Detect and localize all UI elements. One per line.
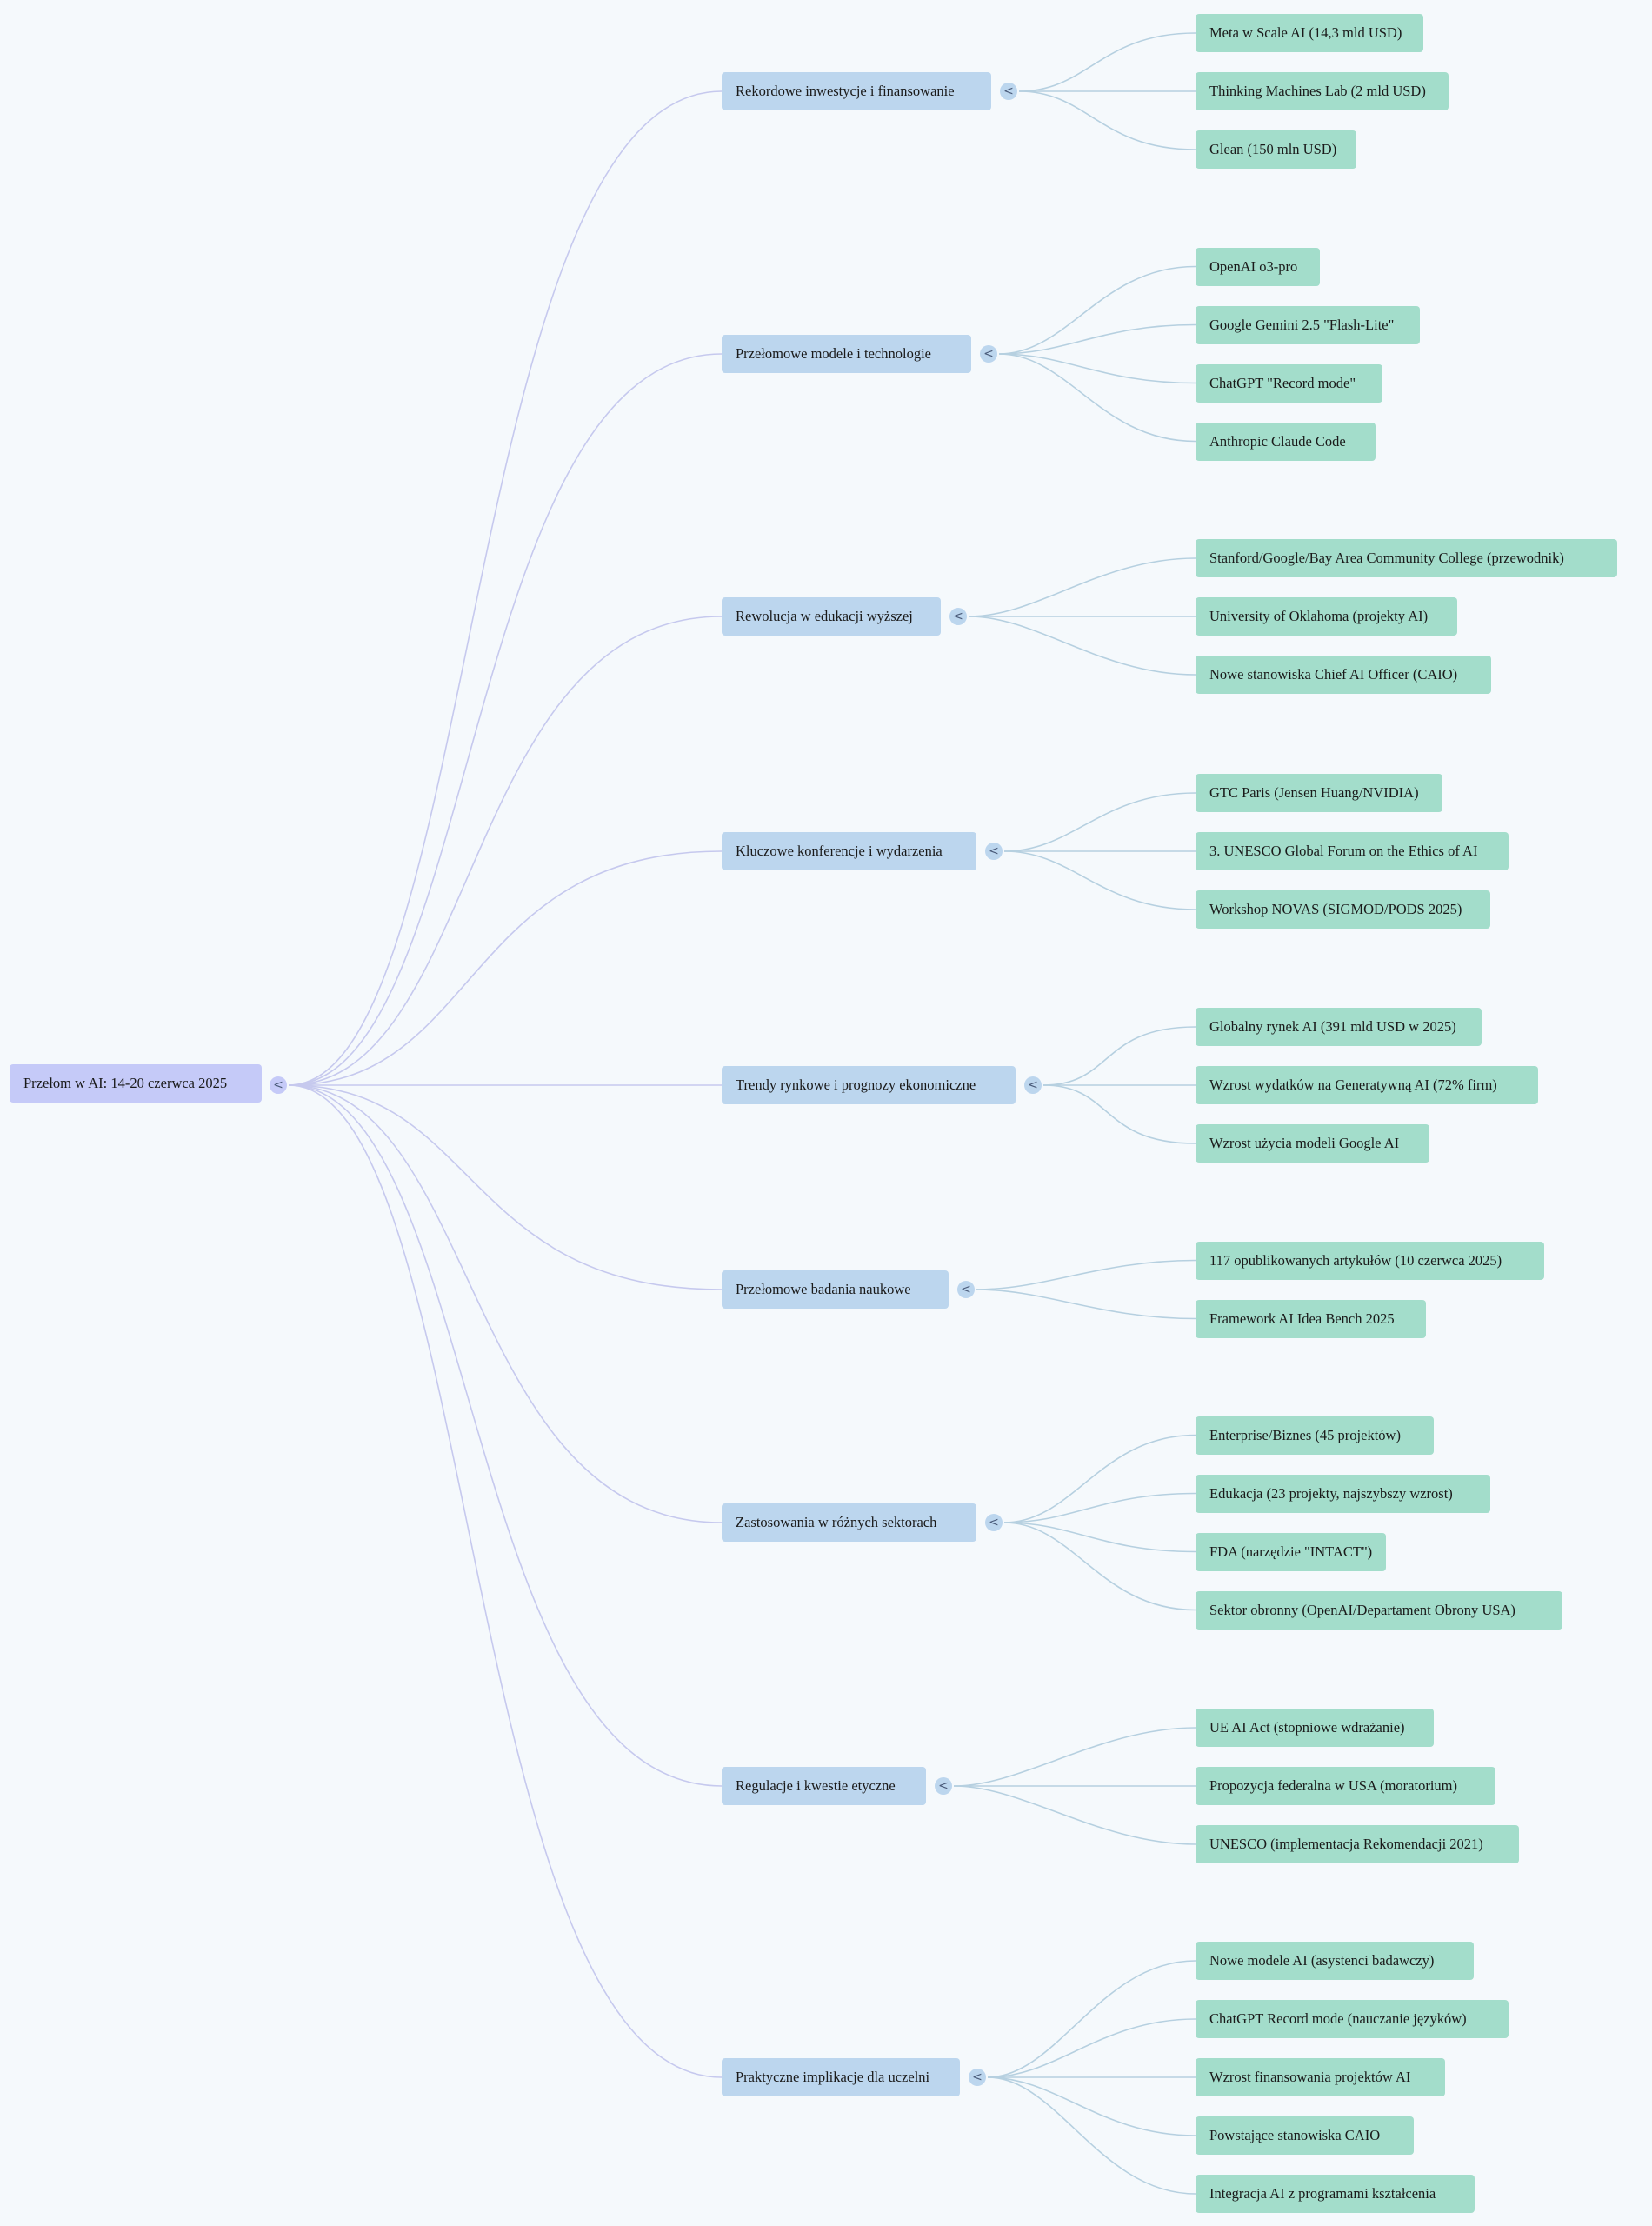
leaf-node[interactable]: Wzrost finansowania projektów AI — [1196, 2058, 1445, 2096]
leaf-node[interactable]: UE AI Act (stopniowe wdrażanie) — [1196, 1709, 1434, 1747]
branch-leaf-link — [1042, 1084, 1196, 1144]
collapse-toggle[interactable]: < — [935, 1777, 952, 1795]
root-branch-link — [288, 616, 723, 1086]
leaf-node[interactable]: Workshop NOVAS (SIGMOD/PODS 2025) — [1196, 890, 1490, 929]
branch-leaf-link — [987, 2018, 1196, 2078]
leaf-node[interactable]: Nowe stanowiska Chief AI Officer (CAIO) — [1196, 656, 1491, 694]
branch-leaf-link — [968, 557, 1196, 617]
collapse-toggle[interactable]: < — [1000, 83, 1017, 100]
branch-leaf-link — [1042, 1026, 1196, 1086]
collapse-toggle[interactable]: < — [957, 1281, 975, 1298]
leaf-node[interactable]: Thinking Machines Lab (2 mld USD) — [1196, 72, 1449, 110]
branch-leaf-link — [1018, 32, 1196, 92]
collapse-toggle[interactable]: < — [980, 345, 997, 363]
collapse-toggle-root[interactable]: < — [270, 1076, 287, 1094]
leaf-node[interactable]: Google Gemini 2.5 "Flash-Lite" — [1196, 305, 1420, 344]
branch-leaf-link — [1003, 792, 1196, 852]
branch-leaf-link — [1003, 1522, 1196, 1553]
branch-leaf-link — [976, 1289, 1196, 1320]
branch-node[interactable]: Praktyczne implikacje dla uczelni — [722, 2058, 960, 2096]
branch-leaf-link — [976, 1259, 1196, 1290]
leaf-node[interactable]: Wzrost użycia modeli Google AI — [1196, 1124, 1429, 1163]
leaf-node[interactable]: Globalny rynek AI (391 mld USD w 2025) — [1196, 1008, 1482, 1046]
branch-leaf-link — [1003, 850, 1196, 910]
leaf-node[interactable]: Nowe modele AI (asystenci badawczy) — [1196, 1942, 1474, 1980]
collapse-toggle[interactable]: < — [969, 2069, 986, 2086]
root-branch-link — [288, 1084, 723, 2078]
root-branch-link — [288, 1084, 723, 1290]
leaf-node[interactable]: Framework AI Idea Bench 2025 — [1196, 1299, 1426, 1338]
collapse-toggle[interactable]: < — [985, 843, 1003, 860]
leaf-node[interactable]: Sektor obronny (OpenAI/Departament Obron… — [1196, 1590, 1562, 1630]
leaf-node[interactable]: 3. UNESCO Global Forum on the Ethics of … — [1196, 832, 1509, 870]
branch-leaf-link — [987, 1960, 1196, 2078]
leaf-node[interactable]: Meta w Scale AI (14,3 mld USD) — [1196, 14, 1423, 52]
root-branch-link — [288, 1084, 723, 1523]
root-branch-link — [288, 1084, 723, 1787]
branch-node[interactable]: Przełomowe badania naukowe — [722, 1270, 949, 1309]
leaf-node[interactable]: 117 opublikowanych artykułów (10 czerwca… — [1196, 1241, 1544, 1280]
branch-node[interactable]: Przełomowe modele i technologie — [722, 335, 971, 373]
branch-leaf-link — [987, 2076, 1196, 2195]
root-branch-link — [288, 353, 723, 1086]
branch-node[interactable]: Zastosowania w różnych sektorach — [722, 1503, 976, 1542]
leaf-node[interactable]: UNESCO (implementacja Rekomendacji 2021) — [1196, 1825, 1519, 1863]
leaf-node[interactable]: ChatGPT Record mode (nauczanie języków) — [1196, 2000, 1509, 2038]
collapse-toggle[interactable]: < — [985, 1514, 1003, 1531]
branch-leaf-link — [1003, 1492, 1196, 1523]
branch-leaf-link — [987, 2076, 1196, 2136]
leaf-node[interactable]: Enterprise/Biznes (45 projektów) — [1196, 1416, 1434, 1455]
leaf-node[interactable]: Stanford/Google/Bay Area Community Colle… — [1196, 539, 1617, 577]
branch-leaf-link — [998, 323, 1196, 355]
leaf-node[interactable]: FDA (narzędzie "INTACT") — [1196, 1532, 1386, 1571]
leaf-node[interactable]: Edukacja (23 projekty, najszybszy wzrost… — [1196, 1474, 1490, 1513]
leaf-node[interactable]: Integracja AI z programami kształcenia — [1196, 2175, 1475, 2213]
leaf-node[interactable]: OpenAI o3-pro — [1196, 247, 1320, 286]
collapse-toggle[interactable]: < — [1024, 1076, 1042, 1094]
root-node[interactable]: Przełom w AI: 14-20 czerwca 2025 — [10, 1064, 262, 1103]
leaf-node[interactable]: Propozycja federalna w USA (moratorium) — [1196, 1767, 1495, 1805]
branch-leaf-link — [998, 265, 1196, 355]
branch-node[interactable]: Rewolucja w edukacji wyższej — [722, 597, 941, 636]
branch-leaf-link — [998, 353, 1196, 384]
branch-leaf-link — [953, 1785, 1196, 1845]
branch-node[interactable]: Regulacje i kwestie etyczne — [722, 1767, 926, 1805]
root-branch-link — [288, 90, 723, 1086]
branch-leaf-link — [1018, 90, 1196, 150]
leaf-node[interactable]: Powstające stanowiska CAIO — [1196, 2116, 1414, 2155]
leaf-node[interactable]: ChatGPT "Record mode" — [1196, 363, 1382, 403]
branch-node[interactable]: Rekordowe inwestycje i finansowanie — [722, 72, 991, 110]
branch-leaf-link — [953, 1727, 1196, 1787]
branch-leaf-link — [968, 616, 1196, 676]
leaf-node[interactable]: Anthropic Claude Code — [1196, 422, 1376, 461]
branch-leaf-link — [1003, 1522, 1196, 1611]
branch-leaf-link — [998, 353, 1196, 443]
leaf-node[interactable]: GTC Paris (Jensen Huang/NVIDIA) — [1196, 774, 1442, 812]
leaf-node[interactable]: Glean (150 mln USD) — [1196, 130, 1356, 169]
collapse-toggle[interactable]: < — [949, 608, 967, 625]
branch-node[interactable]: Kluczowe konferencje i wydarzenia — [722, 832, 976, 870]
root-branch-link — [288, 850, 723, 1086]
branch-node[interactable]: Trendy rynkowe i prognozy ekonomiczne — [722, 1066, 1016, 1104]
leaf-node[interactable]: Wzrost wydatków na Generatywną AI (72% f… — [1196, 1066, 1538, 1104]
leaf-node[interactable]: University of Oklahoma (projekty AI) — [1196, 597, 1457, 636]
branch-leaf-link — [1003, 1434, 1196, 1523]
